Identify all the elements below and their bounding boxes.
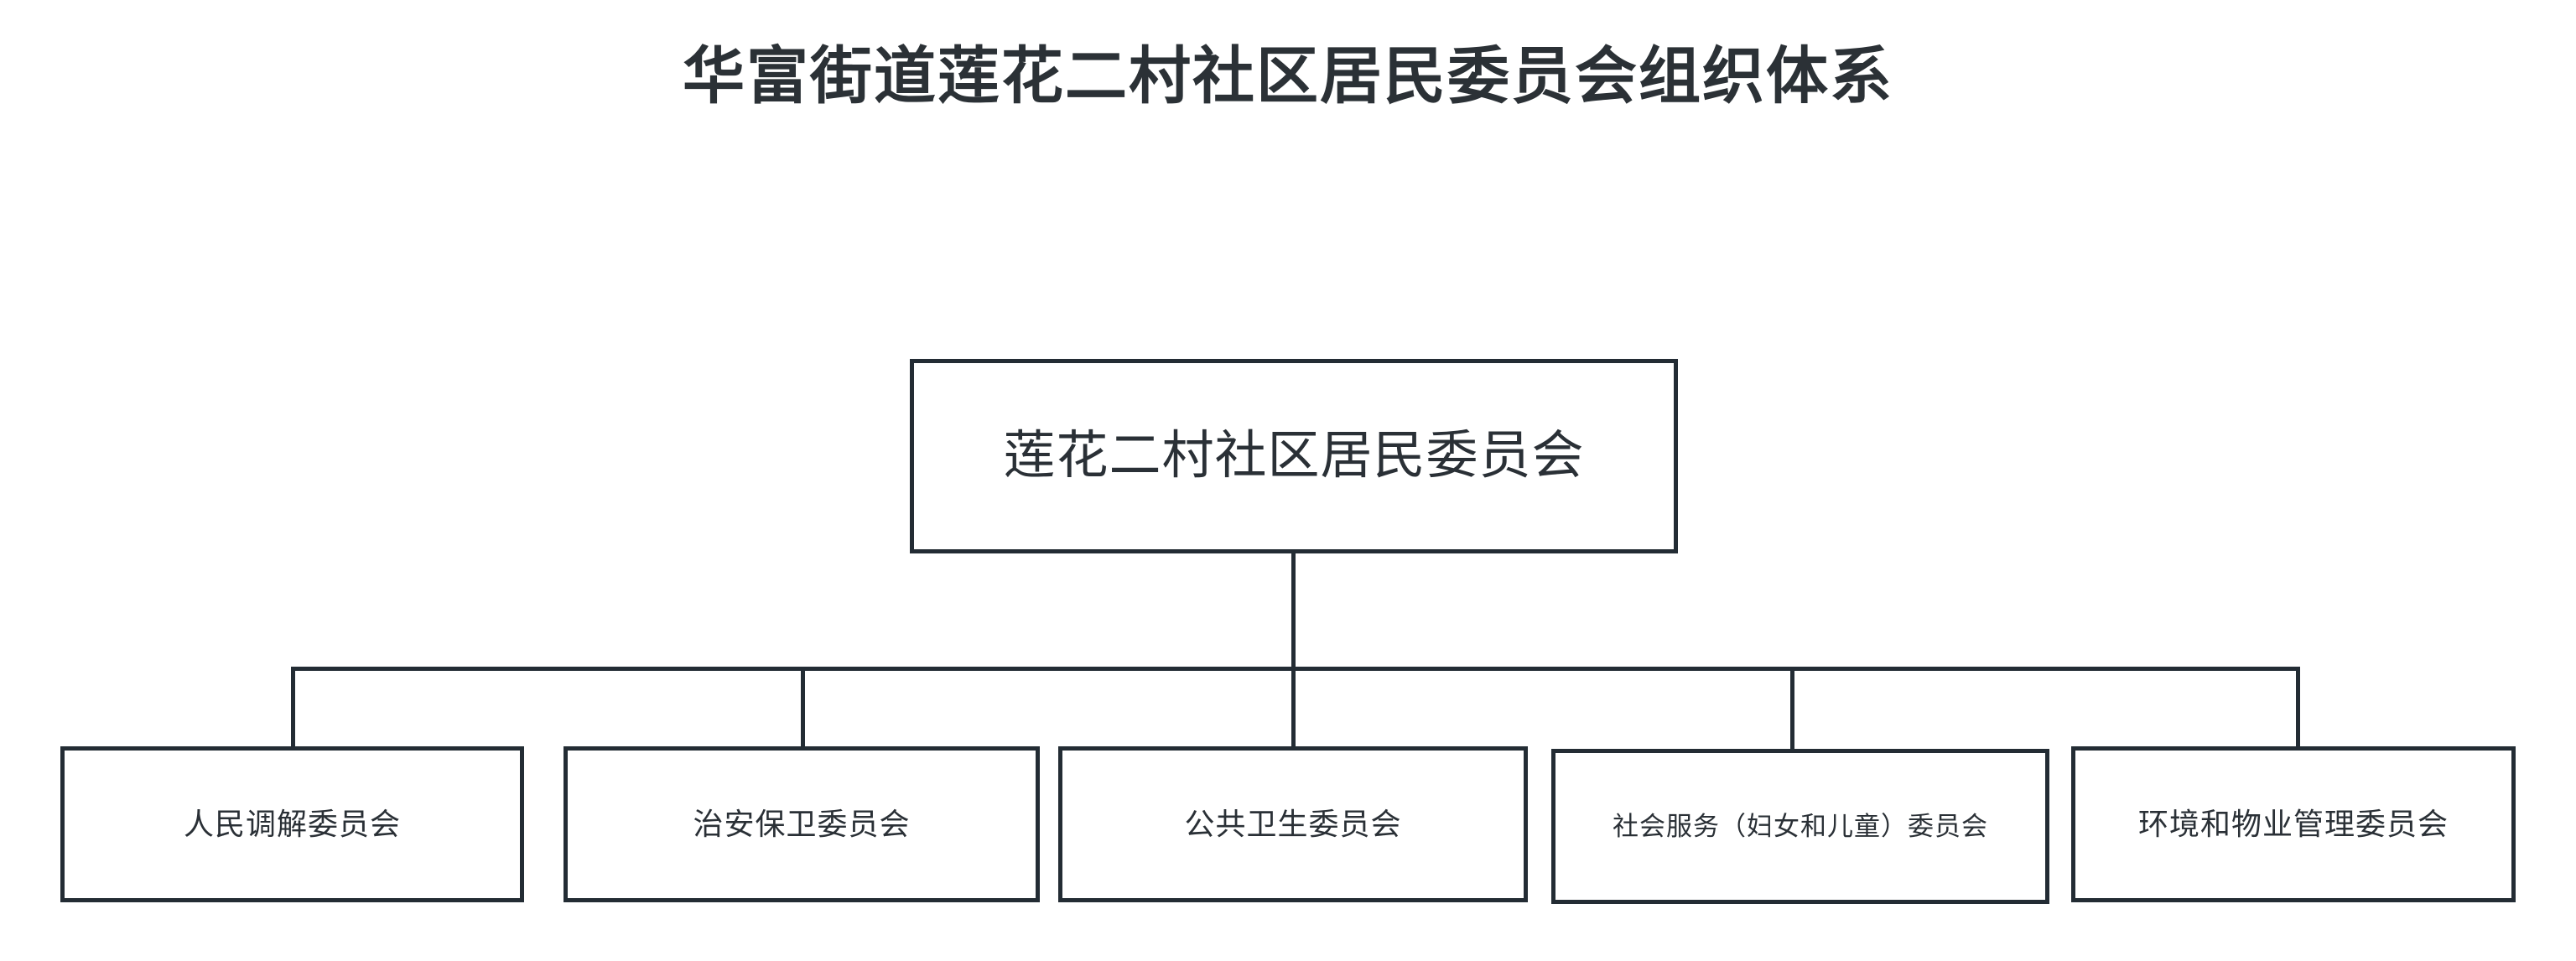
org-node-root-label: 莲花二村社区居民委员会 <box>1003 428 1585 485</box>
org-node-child-1: 人民调解委员会 <box>60 746 524 902</box>
org-node-child-2: 治安保卫委员会 <box>564 746 1040 902</box>
connector-root-stem <box>1291 553 1296 671</box>
org-node-child-1-label: 人民调解委员会 <box>183 808 401 841</box>
org-node-child-4: 社会服务（妇女和儿童）委员会 <box>1551 749 2049 904</box>
org-node-child-4-label: 社会服务（妇女和儿童）委员会 <box>1613 811 1988 841</box>
org-node-child-5: 环境和物业管理委员会 <box>2071 746 2516 902</box>
connector-drop-child-2 <box>801 667 805 749</box>
connector-drop-child-5 <box>2296 667 2300 749</box>
page-title: 华富街道莲花二村社区居民委员会组织体系 <box>683 43 1893 112</box>
org-node-child-5-label: 环境和物业管理委员会 <box>2137 808 2449 841</box>
org-node-root: 莲花二村社区居民委员会 <box>910 359 1678 553</box>
connector-drop-child-1 <box>291 667 295 749</box>
connector-drop-child-4 <box>1790 667 1794 749</box>
org-node-child-3-label: 公共卫生委员会 <box>1184 808 1402 841</box>
connector-horizontal-bus <box>291 667 2300 671</box>
org-node-child-2-label: 治安保卫委员会 <box>693 808 911 841</box>
connector-drop-child-3 <box>1291 667 1296 749</box>
org-node-child-3: 公共卫生委员会 <box>1058 746 1528 902</box>
